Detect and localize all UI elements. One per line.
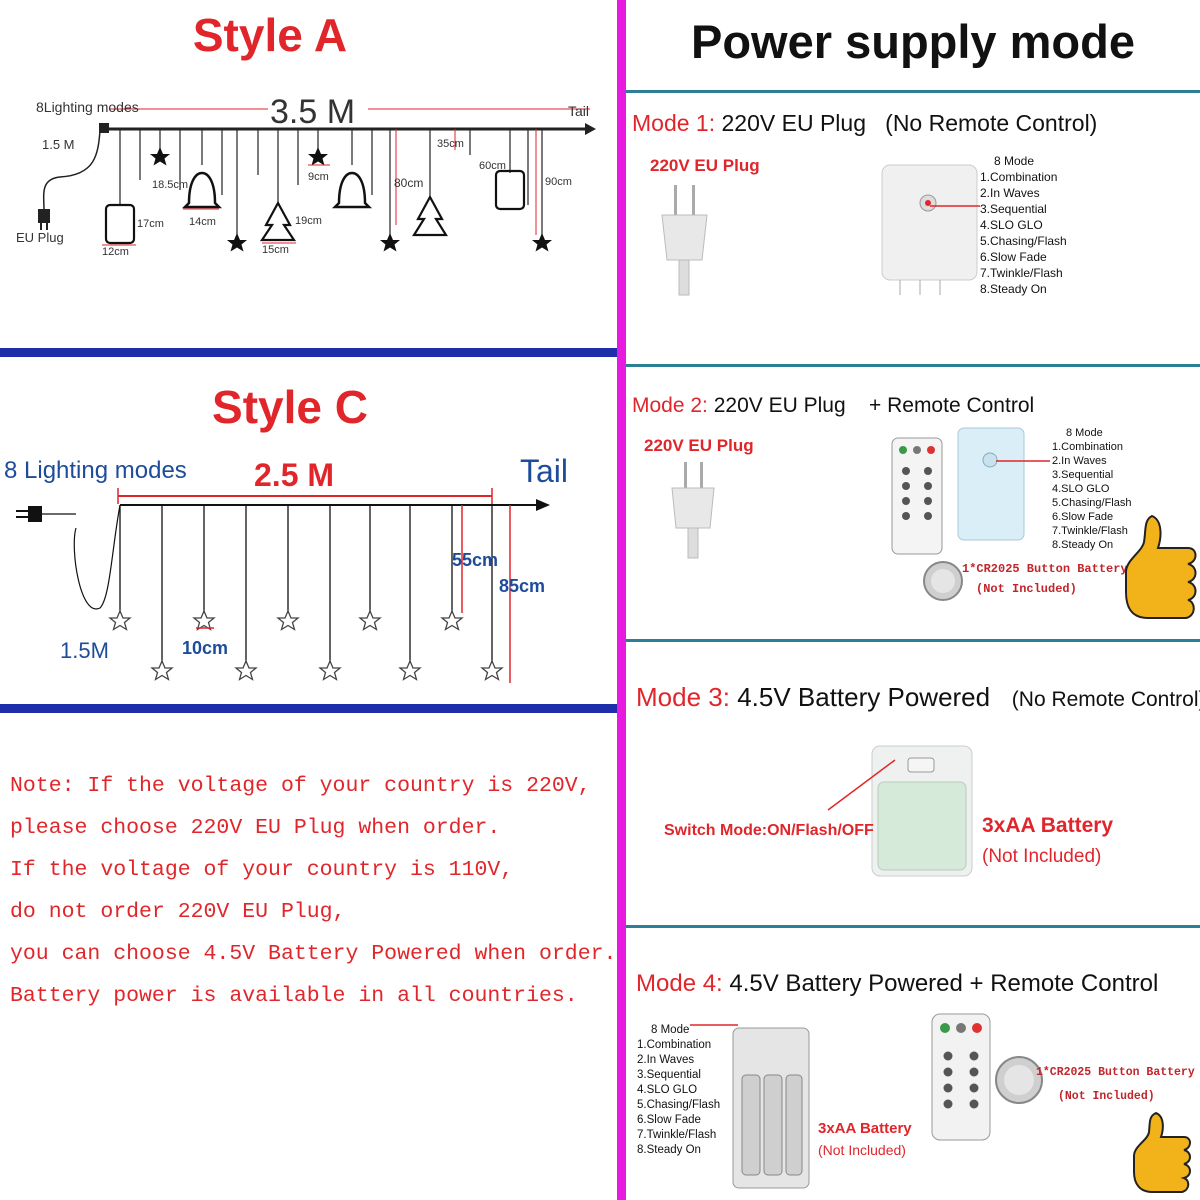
remote-control-icon [891,437,943,555]
style-a-length: 3.5 M [270,93,355,131]
mode1-title: Mode 1: 220V EU Plug (No Remote Control) [632,110,1098,136]
pointer-line [996,460,1050,462]
dim-18-5: 18.5cm [152,179,188,191]
mode2-title: Mode 2: 220V EU Plug + Remote Control [632,394,1035,417]
dim-19: 19cm [295,215,322,227]
thumbs-up-icon [1133,1111,1191,1193]
button-battery-icon [923,561,963,601]
eu-plug-icon [671,462,715,559]
controller-box-icon [957,427,1025,541]
style-a-cord: 1.5 M [42,137,75,152]
dim-14: 14cm [189,216,216,228]
power-title: Power supply mode [691,15,1135,68]
note-line-3: If the voltage of your country is 110V, [10,858,514,882]
mode1-plug-label: 220V EU Plug [650,156,760,175]
dim-90: 90cm [545,176,572,188]
mode2-battery-note: 1*CR2025 Button Battery [962,562,1128,576]
pointer-line [827,759,896,811]
mode2-plug-label: 220V EU Plug [644,436,754,455]
dim-15: 15cm [262,244,289,256]
section-divider-1 [626,90,1200,93]
mode4-button-not-included: (Not Included) [1058,1090,1155,1103]
style-c-long-drop: 85cm [499,576,545,596]
remote-control-icon [931,1013,991,1141]
style-c-star-size: 10cm [182,638,228,658]
style-c-diagram: 8 Lighting modes 2.5 M Tail 1.5M 10 [4,453,568,683]
voltage-note: Note: If the voltage of your country is … [10,765,617,1017]
mode3-title: Mode 3: 4.5V Battery Powered (No Remote … [636,682,1200,712]
style-c-short-drop: 55cm [452,550,498,570]
mode3-not-included: (Not Included) [982,846,1102,867]
note-line-2: please choose 220V EU Plug when order. [10,816,501,840]
dim-12: 12cm [102,246,129,258]
mode4-title: Mode 4: 4.5V Battery Powered + Remote Co… [636,970,1159,997]
note-line-6: Battery power is available in all countr… [10,984,578,1008]
style-a-diagram: 8Lighting modes 3.5 M Tail 1.5 M EU Plug [16,93,596,258]
dim-9: 9cm [308,171,329,183]
dim-60: 60cm [479,160,506,172]
mode4-list: 8 Mode 1.Combination 2.In Waves 3.Sequen… [637,1024,721,1156]
thumbs-up-icon [1125,514,1197,619]
style-c-title: Style C [212,381,368,433]
pointer-line [690,1024,738,1026]
mode2-not-included: (Not Included) [976,582,1077,596]
mode4-button-battery: 1*CR2025 Button Battery [1036,1066,1195,1079]
note-line-4: do not order 220V EU Plug, [10,900,346,924]
eu-plug-icon [661,185,708,296]
mode4-not-included: (Not Included) [818,1142,906,1158]
style-a-plug: EU Plug [16,230,64,245]
dim-35: 35cm [437,138,464,150]
mode3-switch-label: Switch Mode:ON/Flash/OFF [664,822,874,839]
style-c-length: 2.5 M [254,457,334,493]
section-divider-2 [626,364,1200,367]
mode3-battery-label: 3xAA Battery [982,814,1114,837]
style-c-modes-label: 8 Lighting modes [4,457,187,484]
pointer-line [930,205,980,207]
style-a-title: Style A [192,9,348,61]
style-a-modes-label: 8Lighting modes [36,99,139,115]
section-divider-4 [626,925,1200,928]
battery-box-icon [871,745,973,877]
battery-box-icon [732,1027,810,1189]
vertical-divider [617,0,626,1200]
divider-bar-2 [0,704,617,713]
style-a-tail: Tail [568,103,589,119]
mode1-list: 8 Mode 1.Combination 2.In Waves 3.Sequen… [980,154,1067,296]
style-c-cord: 1.5M [60,638,109,663]
divider-bar-1 [0,348,617,357]
dim-17: 17cm [137,218,164,230]
dim-80: 80cm [394,176,423,190]
button-battery-icon [995,1056,1043,1104]
controller-box-icon [881,164,978,295]
note-line-5: you can choose 4.5V Battery Powered when… [10,942,617,966]
mode4-battery-label: 3xAA Battery [818,1120,912,1137]
style-c-tail: Tail [520,453,568,489]
section-divider-3 [626,639,1200,642]
mode2-list: 8 Mode 1.Combination 2.In Waves 3.Sequen… [1052,427,1132,551]
note-line-1: Note: If the voltage of your country is … [10,774,591,798]
